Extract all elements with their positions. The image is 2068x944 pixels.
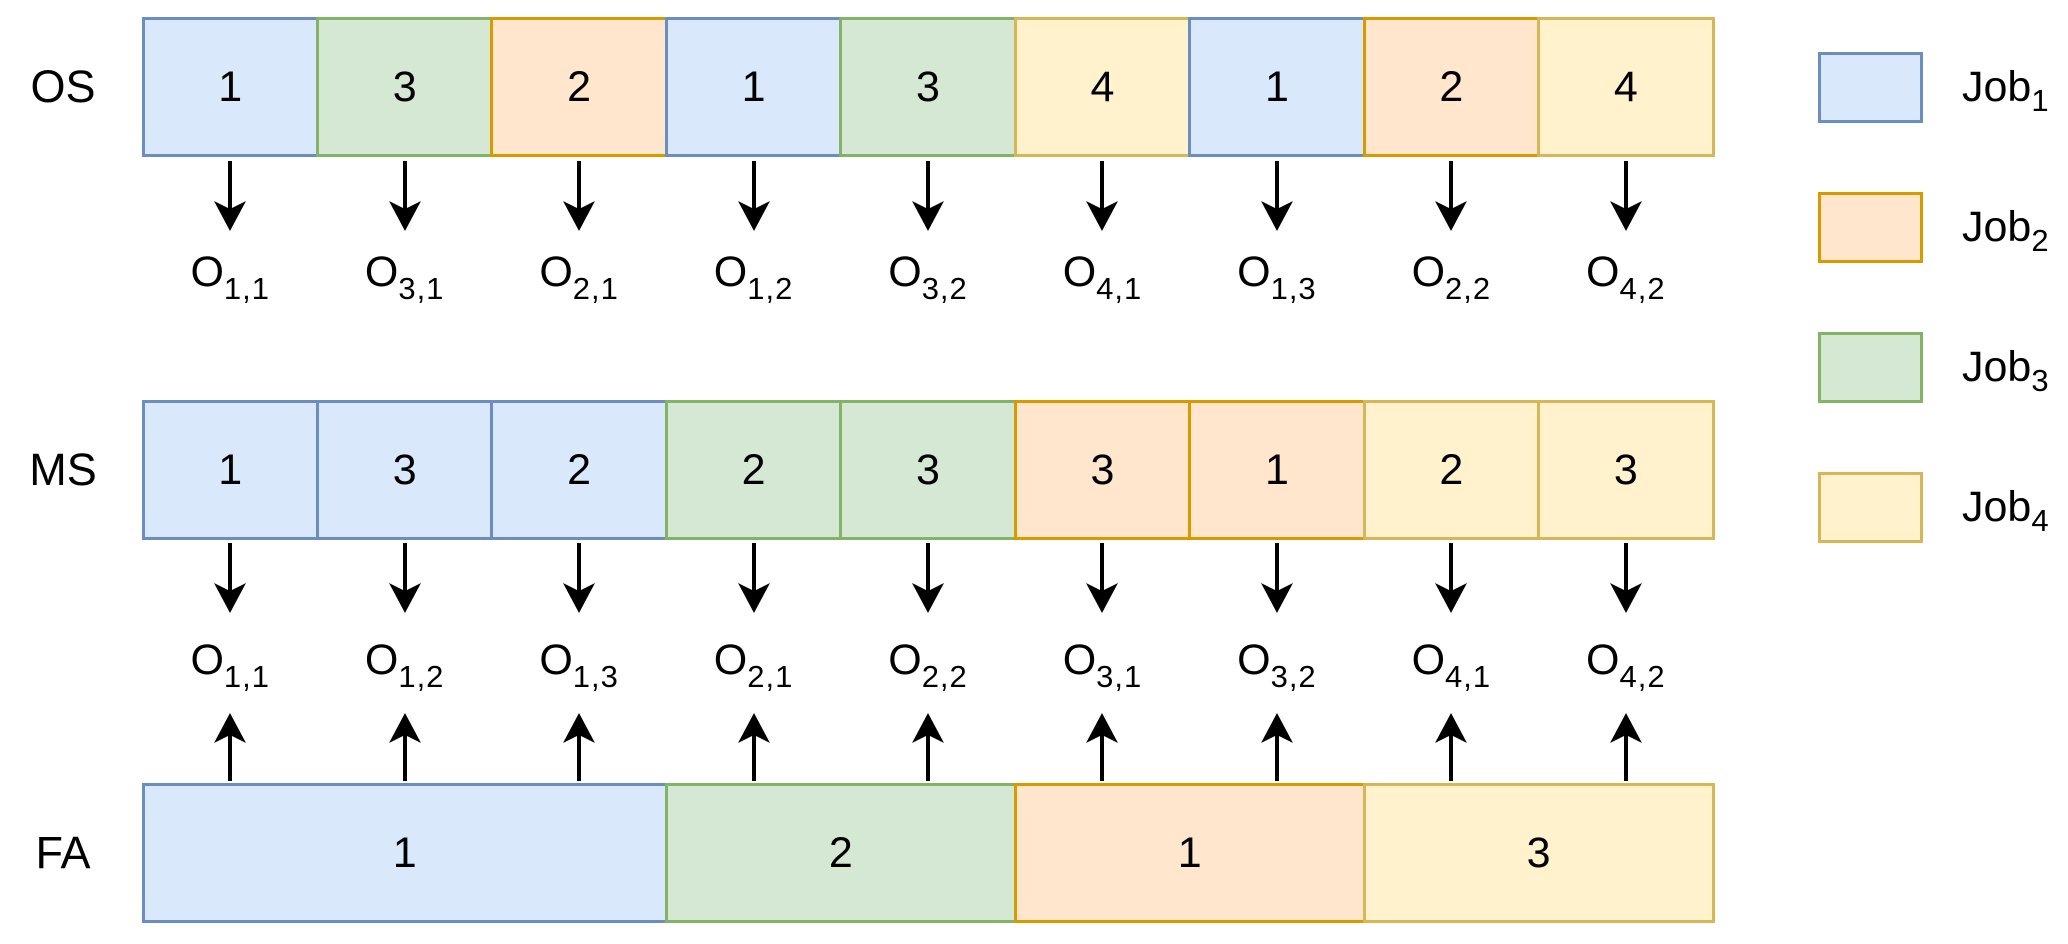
os-cell: 3: [315, 17, 494, 157]
fa-up-arrow: [214, 713, 247, 781]
ms-operation-label: O3,1: [1062, 636, 1143, 694]
ms-down-arrow: [388, 543, 421, 613]
os-cell: 3: [839, 17, 1017, 157]
ms-cell: 2: [490, 400, 668, 540]
ms-cell: 3: [1013, 400, 1192, 540]
os-down-arrow: [1260, 161, 1293, 231]
fa-segment: 1: [1013, 783, 1366, 923]
fa-up-arrow: [1260, 713, 1293, 781]
ms-down-arrow: [563, 543, 596, 613]
os-operation-label: O1,2: [713, 248, 794, 306]
os-operation-label: O2,1: [539, 248, 619, 306]
os-down-arrow: [1086, 161, 1119, 231]
ms-down-arrow: [1609, 543, 1642, 613]
row-label-fa: FA: [35, 827, 91, 878]
os-operation-label: O4,1: [1062, 248, 1143, 306]
ms-cell: 1: [1188, 400, 1366, 540]
os-operation-label: O4,2: [1586, 248, 1666, 306]
ms-operation-label: O3,2: [1237, 636, 1317, 694]
ms-cell: 3: [839, 400, 1017, 540]
os-down-arrow: [737, 161, 770, 231]
ms-cell: 3: [1537, 400, 1715, 540]
os-down-arrow: [1435, 161, 1468, 231]
os-cell: 2: [1362, 17, 1541, 157]
ms-operation-label: O1,2: [364, 636, 445, 694]
ms-cell: 2: [1362, 400, 1541, 540]
row-label-ms: MS: [29, 444, 97, 495]
legend-swatch-job3: [1818, 332, 1923, 403]
ms-down-arrow: [737, 543, 770, 613]
os-operation-label: O1,3: [1237, 248, 1317, 306]
fa-up-arrow: [1086, 713, 1119, 781]
ms-operation-label: O1,1: [190, 636, 270, 694]
fa-up-arrow: [388, 713, 421, 781]
legend-swatch-job1: [1818, 52, 1923, 123]
fa-up-arrow: [737, 713, 770, 781]
ms-operation-label: O4,1: [1411, 636, 1492, 694]
fa-segment: 2: [664, 783, 1017, 923]
os-down-arrow: [912, 161, 945, 231]
os-down-arrow: [1609, 161, 1642, 231]
os-down-arrow: [388, 161, 421, 231]
legend-swatch-job2: [1818, 192, 1923, 263]
ms-down-arrow: [1260, 543, 1293, 613]
fa-segment: 3: [1362, 783, 1715, 923]
fa-up-arrow: [1435, 713, 1468, 781]
os-cell: 4: [1537, 17, 1715, 157]
os-down-arrow: [563, 161, 596, 231]
ms-cell: 2: [664, 400, 843, 540]
legend-swatch-job4: [1818, 472, 1923, 543]
os-cell: 4: [1013, 17, 1192, 157]
ms-down-arrow: [214, 543, 247, 613]
os-cell: 1: [664, 17, 843, 157]
os-operation-label: O2,2: [1411, 248, 1492, 306]
ms-cell: 1: [141, 400, 319, 540]
ms-cell: 3: [315, 400, 494, 540]
ms-down-arrow: [1435, 543, 1468, 613]
os-cell: 1: [1188, 17, 1366, 157]
fa-up-arrow: [912, 713, 945, 781]
os-operation-label: O3,2: [888, 248, 968, 306]
fa-up-arrow: [1609, 713, 1642, 781]
os-cell: 2: [490, 17, 668, 157]
ms-operation-label: O2,2: [888, 636, 968, 694]
ms-down-arrow: [1086, 543, 1119, 613]
row-label-os: OS: [30, 61, 96, 112]
os-down-arrow: [214, 161, 247, 231]
ms-operation-label: O2,1: [713, 636, 794, 694]
fa-up-arrow: [563, 713, 596, 781]
ms-down-arrow: [912, 543, 945, 613]
ms-operation-label: O4,2: [1586, 636, 1666, 694]
ms-operation-label: O1,3: [539, 636, 619, 694]
fa-segment: 1: [141, 783, 668, 923]
os-operation-label: O1,1: [190, 248, 270, 306]
os-cell: 1: [141, 17, 319, 157]
os-operation-label: O3,1: [364, 248, 445, 306]
